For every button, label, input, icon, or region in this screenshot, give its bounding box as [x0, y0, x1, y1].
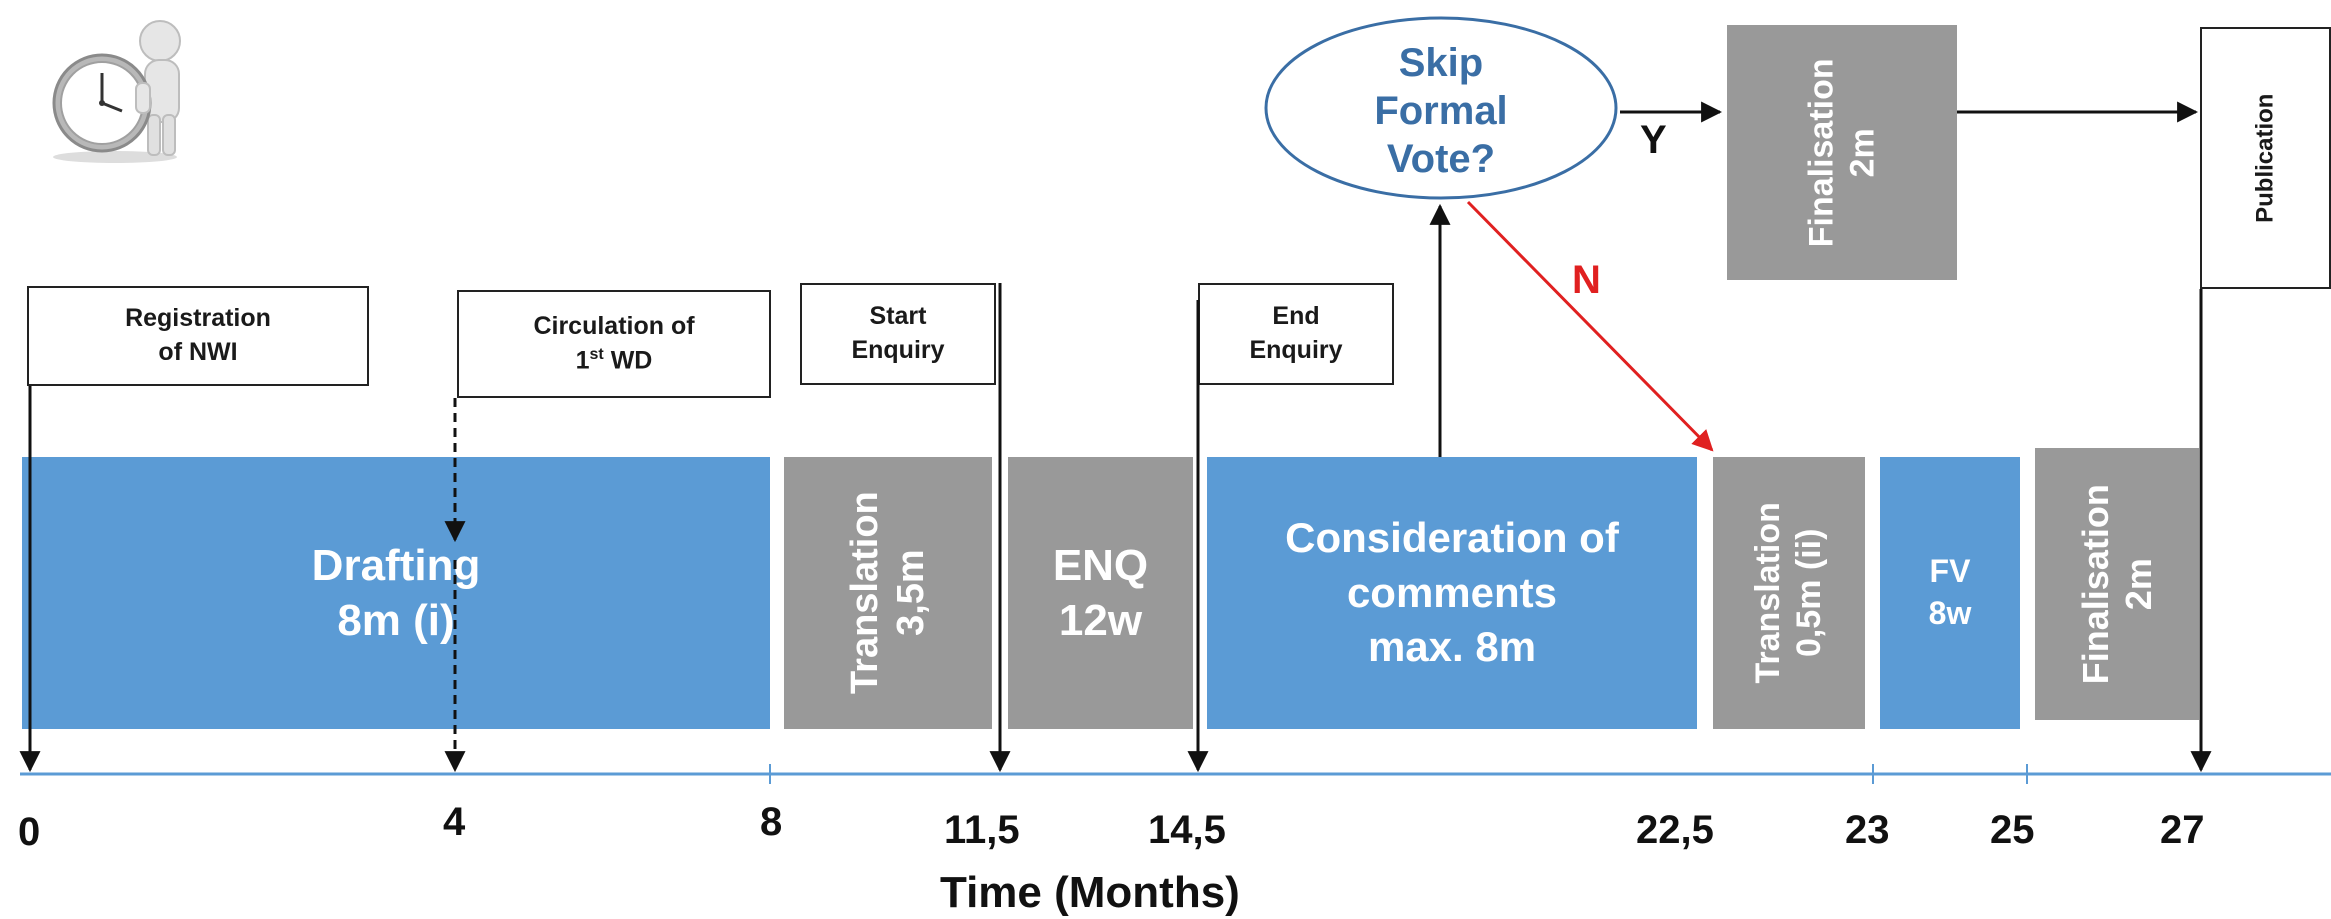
translation-phase-1: Translation 3,5m: [784, 457, 992, 729]
drafting-phase: Drafting 8m (i): [22, 457, 770, 729]
enq-duration: 12w: [1058, 596, 1143, 645]
decision-no-label: N: [1572, 258, 1601, 302]
drafting-label: Drafting: [311, 541, 481, 590]
axis-tick-0: 0: [18, 810, 41, 854]
axis-tick-11-5: 11,5: [944, 808, 1020, 852]
drafting-duration: 8m (i): [337, 596, 455, 645]
circulation-milestone: Circulation of 1st WD: [457, 290, 771, 398]
end-enquiry-line2: Enquiry: [1249, 336, 1343, 364]
axis-title: Time (Months): [940, 868, 1240, 917]
consideration-duration: max. 8m: [1367, 623, 1537, 671]
publication-milestone: Publication: [2200, 27, 2331, 289]
enq-label: ENQ: [1052, 541, 1149, 590]
decision-line3: Vote?: [1386, 136, 1496, 181]
circulation-line1: Circulation of: [533, 312, 695, 341]
consideration-label-line1: Consideration of: [1285, 514, 1619, 562]
start-enquiry-line2: Enquiry: [851, 336, 945, 364]
fv-phase: FV 8w: [1880, 457, 2020, 729]
fv-label: FV: [1929, 553, 1971, 590]
decision-yes-label: Y: [1640, 118, 1667, 162]
consideration-phase: Consideration of comments max. 8m: [1207, 457, 1697, 729]
axis-tick-25: 25: [1990, 808, 2035, 852]
decision-line1: Skip: [1398, 40, 1484, 85]
start-enquiry-line1: Start: [869, 302, 927, 331]
registration-line1: Registration: [125, 304, 271, 333]
decision-line2: Formal: [1374, 88, 1508, 133]
decision-ellipse: [1264, 16, 1618, 200]
fv-duration: 8w: [1928, 595, 1972, 631]
clock-figure-icon: [40, 15, 190, 165]
decision-text: Skip Formal Vote?: [1291, 28, 1591, 193]
start-enquiry-milestone: Start Enquiry: [800, 283, 996, 385]
registration-line2: of NWI: [158, 338, 238, 366]
axis-tick-23: 23: [1845, 808, 1890, 852]
axis-tick-14-5: 14,5: [1148, 808, 1226, 852]
finalisation-phase-top: Finalisation 2m: [1727, 25, 1957, 280]
end-enquiry-milestone: End Enquiry: [1198, 283, 1394, 385]
axis-tick-8: 8: [760, 800, 783, 844]
consideration-label-line2: comments: [1346, 568, 1558, 616]
axis-tick-27: 27: [2160, 808, 2205, 852]
registration-milestone: Registration of NWI: [27, 286, 369, 386]
end-enquiry-line1: End: [1272, 302, 1320, 331]
axis-tick-22-5: 22,5: [1636, 808, 1714, 852]
translation-phase-2: Translation 0,5m (ii): [1713, 457, 1865, 729]
finalisation-phase-bottom: Finalisation 2m: [2035, 448, 2199, 720]
decision-no-arrow: [1466, 200, 1714, 452]
axis-tick-4: 4: [443, 800, 466, 844]
circulation-line2: 1st WD: [575, 345, 653, 375]
enq-phase: ENQ 12w: [1008, 457, 1193, 729]
